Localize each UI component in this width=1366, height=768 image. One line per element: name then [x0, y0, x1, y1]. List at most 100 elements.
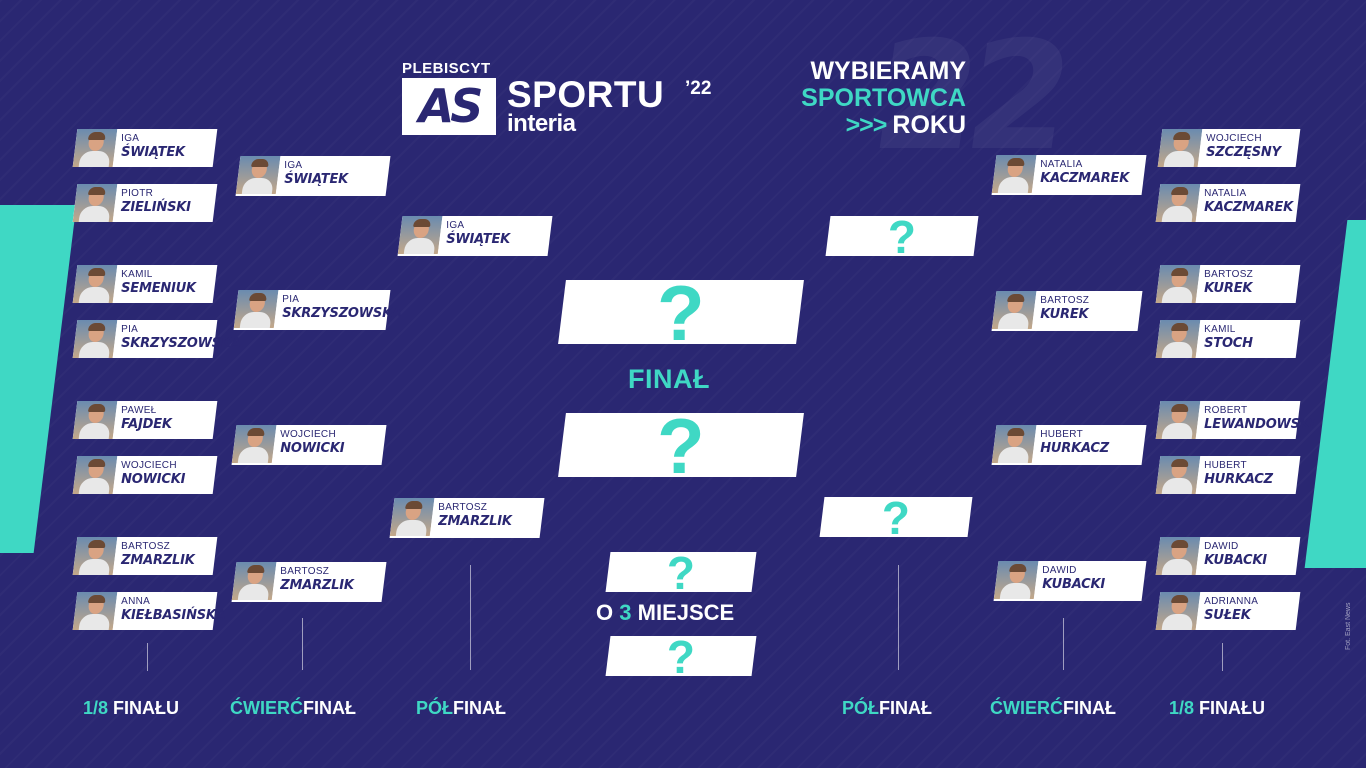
player-photo — [233, 290, 279, 328]
round-rest: FINAŁ — [453, 698, 507, 718]
last-name: ZMARZLIK — [280, 578, 354, 593]
first-name: PIOTR — [121, 188, 154, 199]
first-name: DAWID — [1042, 565, 1077, 576]
last-name: KUBACKI — [1042, 577, 1106, 592]
last-name: FAJDEK — [121, 417, 172, 432]
first-name: BARTOSZ — [121, 541, 171, 552]
first-name: PAWEŁ — [121, 405, 157, 416]
tagline-line3: >>>ROKU — [801, 112, 966, 139]
third-place-slot-2[interactable]: ? — [605, 631, 757, 683]
first-name: IGA — [284, 160, 303, 171]
round-rest: FINAŁU — [1194, 698, 1266, 718]
first-name: DAWID — [1204, 541, 1239, 552]
last-name: SUŁEK — [1204, 608, 1251, 623]
question-mark: ? — [881, 492, 910, 544]
last-name: NOWICKI — [121, 472, 186, 487]
first-name: HUBERT — [1204, 460, 1247, 471]
round-label-qf-right: ĆWIERĆFINAŁ — [990, 698, 1116, 719]
last-name: STOCH — [1204, 336, 1253, 351]
last-name: KUREK — [1040, 307, 1089, 322]
semifinal-slot-empty[interactable]: ? — [825, 211, 979, 263]
last-name: ŚWIĄTEK — [284, 172, 349, 187]
tagline-line1: WYBIERAMY — [810, 57, 966, 85]
photo-credit: Fot. East News — [1345, 602, 1352, 650]
last-name: SZCZĘSNY — [1206, 145, 1281, 160]
divider-line — [1222, 643, 1223, 671]
round-label-sf-left: PÓŁFINAŁ — [416, 698, 506, 719]
chevrons-icon: >>> — [845, 111, 888, 139]
round-accent: PÓŁ — [416, 698, 454, 718]
last-name: SKRZYSZOWSKA — [282, 306, 402, 321]
divider-line — [1063, 618, 1064, 670]
first-name: WOJCIECH — [121, 460, 177, 471]
player-photo — [72, 537, 118, 575]
player-photo — [991, 155, 1037, 193]
semifinal-slot-empty[interactable]: ? — [819, 492, 973, 544]
last-name: ZIELIŃSKI — [121, 200, 191, 215]
round-rest: FINAŁ — [303, 698, 356, 718]
last-name: ŚWIĄTEK — [446, 232, 511, 247]
player-photo — [72, 265, 118, 303]
final-slot-2[interactable]: ? — [558, 402, 804, 490]
first-name: BARTOSZ — [438, 502, 488, 513]
last-name: ZMARZLIK — [438, 514, 512, 529]
first-name: NATALIA — [1204, 188, 1247, 199]
last-name: LEWANDOWSKI — [1204, 417, 1315, 432]
last-name: HURKACZ — [1204, 472, 1273, 487]
question-mark: ? — [656, 269, 705, 357]
player-photo — [1155, 265, 1201, 303]
last-name: KACZMAREK — [1204, 200, 1293, 215]
divider-line — [898, 565, 899, 670]
last-name: SEMENIUK — [121, 281, 196, 296]
third-place-number: 3 — [619, 600, 632, 625]
first-name: IGA — [121, 133, 140, 144]
last-name: KUBACKI — [1204, 553, 1267, 568]
last-name: KIEŁBASIŃSKA — [121, 608, 226, 623]
question-mark: ? — [666, 631, 695, 683]
logo-plebiscyt: PLEBISCYT — [402, 60, 491, 77]
round-accent: PÓŁ — [842, 698, 880, 718]
player-photo — [231, 562, 277, 600]
player-photo — [993, 561, 1039, 599]
player-photo — [1155, 184, 1201, 222]
question-mark: ? — [666, 547, 695, 599]
first-name: ROBERT — [1204, 405, 1248, 416]
player-photo — [72, 456, 118, 494]
player-photo — [991, 425, 1037, 463]
round-label-r16-left: 1/8 FINAŁU — [83, 698, 179, 719]
player-photo — [1155, 456, 1201, 494]
round-label-r16-right: 1/8 FINAŁU — [1169, 698, 1265, 719]
round-accent: ĆWIERĆ — [230, 698, 303, 718]
divider-line — [470, 565, 471, 670]
final-slot-1[interactable]: ? — [558, 269, 804, 357]
player-photo — [1155, 592, 1201, 630]
third-place-slot-1[interactable]: ? — [605, 547, 757, 599]
player-photo — [397, 216, 443, 254]
